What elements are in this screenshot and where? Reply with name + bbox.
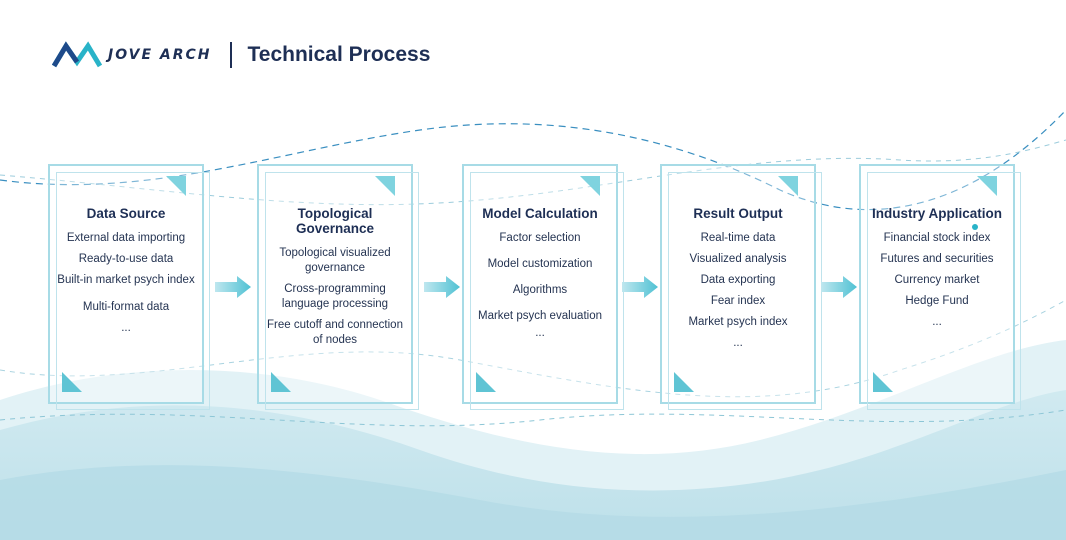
accent-dot [972, 224, 978, 230]
list-item: Visualized analysis [689, 253, 787, 265]
corner-triangle-icon [476, 372, 496, 392]
list-item: Model customization [487, 258, 593, 270]
stage-title: Model Calculation [482, 206, 598, 221]
stage-card-data-source: Data Source External data importing Read… [48, 164, 210, 410]
list-item: Cross-programming language processing [281, 283, 389, 310]
header: JOVE ARCH Technical Process [52, 38, 430, 72]
arrow-right-icon [821, 276, 857, 298]
list-item: Market psych evaluation [477, 310, 602, 322]
list-item: Real-time data [700, 232, 776, 244]
arrow-right-icon [215, 276, 251, 298]
list-item: Multi-format data [82, 301, 170, 313]
corner-triangle-icon [375, 176, 395, 196]
list-item: Free cutoff and connection of nodes [267, 319, 403, 346]
list-item: Financial stock index [883, 232, 991, 244]
brand-name: JOVE ARCH [108, 47, 212, 63]
corner-triangle-icon [873, 372, 893, 392]
list-item: Data exporting [700, 274, 776, 286]
list-item: ... [535, 327, 545, 339]
arrow-right-icon [424, 276, 460, 298]
list-item: ... [733, 337, 743, 349]
list-item: Factor selection [499, 232, 581, 244]
stage-title: Result Output [693, 206, 783, 221]
list-item: Topological visualized governance [279, 247, 391, 274]
list-item: Futures and securities [880, 253, 994, 265]
list-item: ... [121, 322, 131, 334]
page-title: Technical Process [247, 43, 431, 66]
stage-card-model-calculation: Model Calculation Factor selection Model… [462, 164, 624, 410]
header-divider [229, 42, 232, 68]
list-item: Currency market [894, 274, 980, 286]
list-item: Algorithms [512, 284, 568, 296]
list-item: Fear index [710, 295, 766, 307]
corner-triangle-icon [271, 372, 291, 392]
corner-triangle-icon [977, 176, 997, 196]
stage-card-result-output: Result Output Real-time data Visualized … [660, 164, 822, 410]
stage-card-industry-application: Industry Application Financial stock ind… [859, 164, 1021, 410]
logo-icon [52, 41, 102, 68]
list-item: External data importing [66, 232, 186, 244]
corner-triangle-icon [166, 176, 186, 196]
list-item: Market psych index [688, 316, 788, 328]
corner-triangle-icon [778, 176, 798, 196]
list-item: Hedge Fund [905, 295, 969, 307]
stage-title: Data Source [86, 206, 166, 221]
corner-triangle-icon [62, 372, 82, 392]
list-item: Built-in market psych index [57, 274, 195, 286]
list-item: Ready-to-use data [78, 253, 174, 265]
stage-title: Topological Governance [295, 206, 375, 236]
stage-card-topological-governance: Topological Governance Topological visua… [257, 164, 419, 410]
corner-triangle-icon [674, 372, 694, 392]
corner-triangle-icon [580, 176, 600, 196]
arrow-right-icon [622, 276, 658, 298]
list-item: ... [932, 316, 942, 328]
stage-title: Industry Application [871, 206, 1002, 221]
